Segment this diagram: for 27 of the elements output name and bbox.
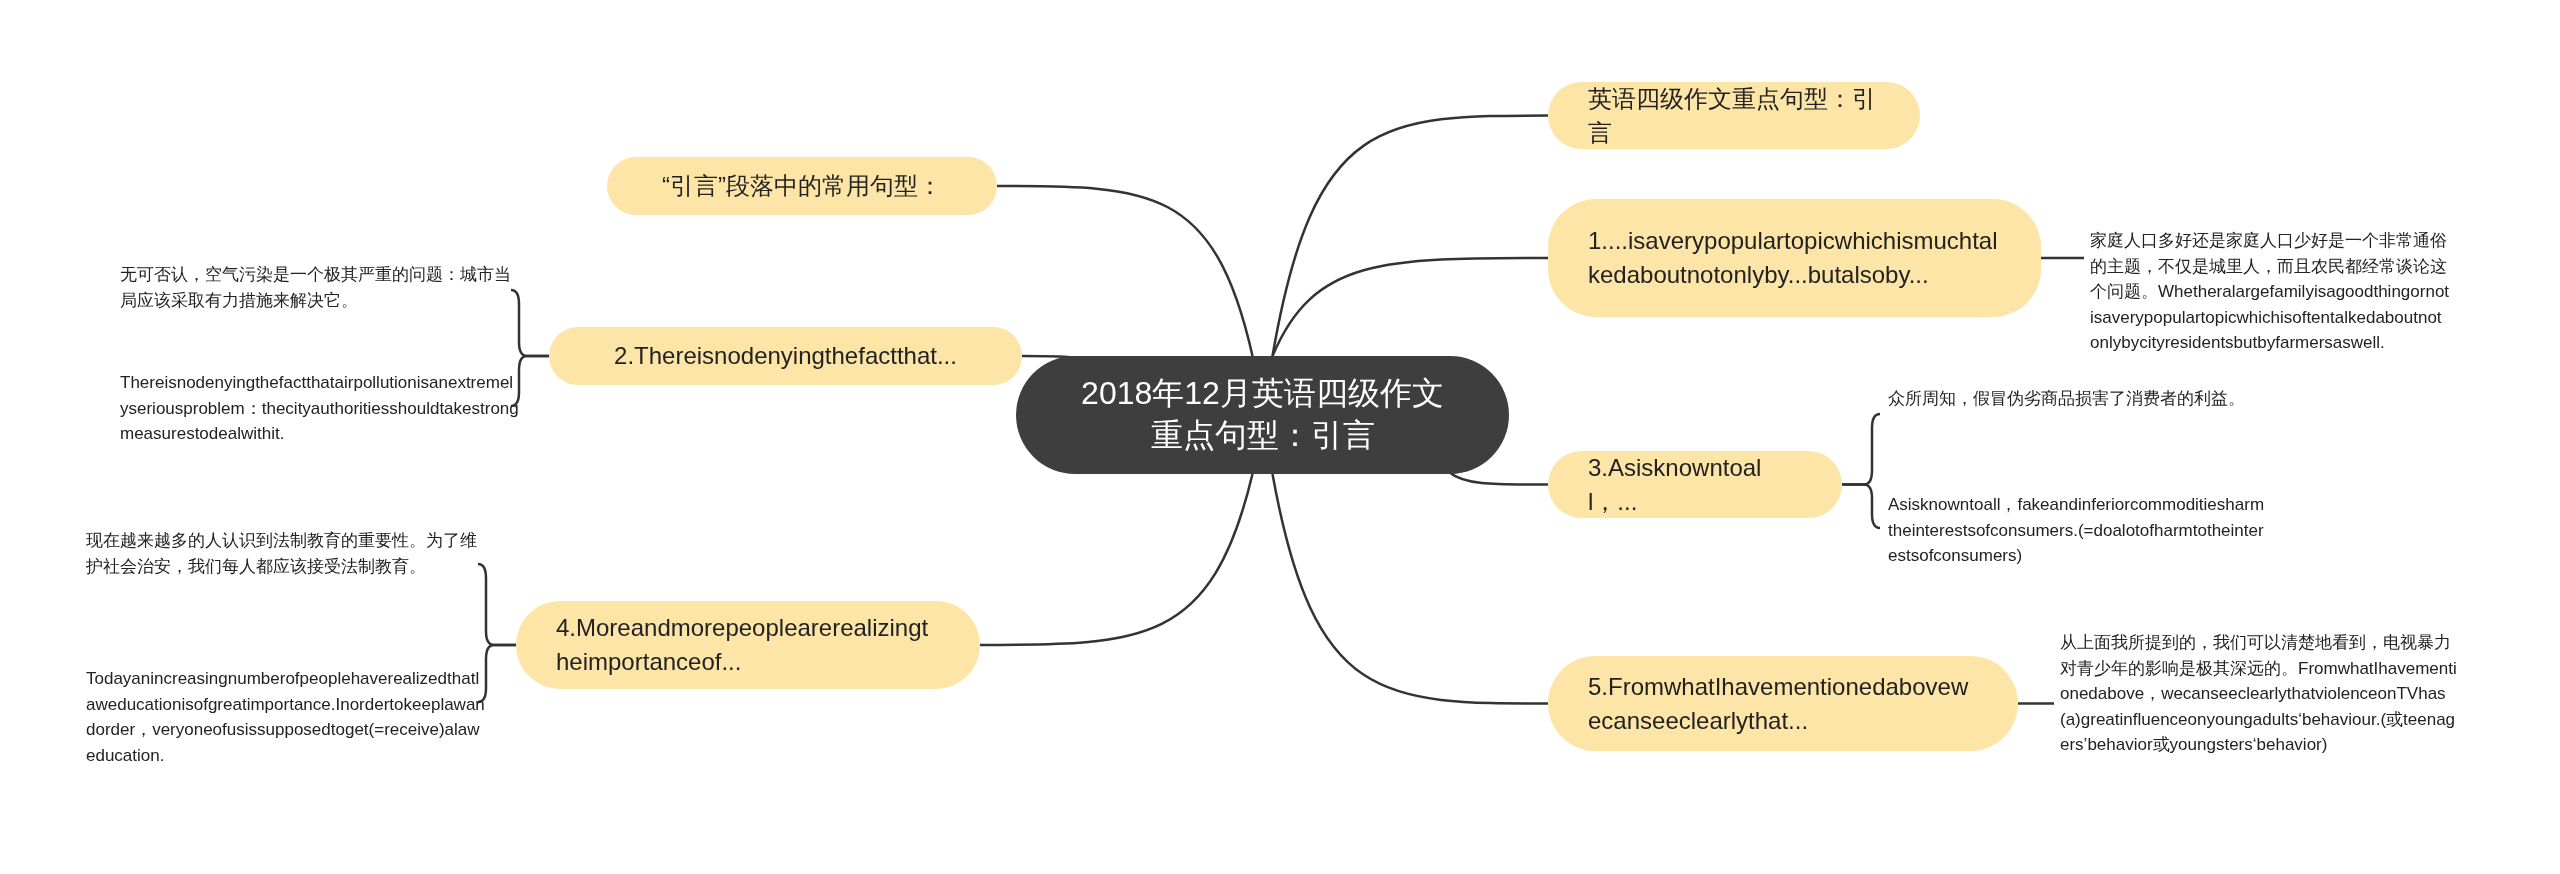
topic-pill: 5.FromwhatIhavementionedabovewecanseeclearlythat... bbox=[1548, 656, 2018, 751]
note-text: 无可否认，空气污染是一个极其严重的问题：城市当局应该采取有力措施来解决它。 bbox=[120, 264, 512, 312]
topic-pill: 英语四级作文重点句型：引言 bbox=[1548, 82, 1920, 150]
connector-line bbox=[1271, 114, 1548, 357]
connector-line bbox=[997, 184, 1254, 357]
note-text: 众所周知，假冒伪劣商品损害了消费者的利益。 bbox=[1888, 388, 2245, 410]
connector-line bbox=[477, 643, 516, 704]
topic-pill: 4.Moreandmorepeoplearerealizingtheimportanceof... bbox=[516, 601, 980, 689]
connector-line bbox=[1271, 473, 1548, 705]
connector-line bbox=[1448, 471, 1548, 486]
note-text: Asisknowntoall，fakeandinferiorcommoditiesharmtheinterestsofconsumers.(=doalotofharmtotheinterestsofconsumers) bbox=[1888, 494, 2266, 567]
note-text: 现在越来越多的人认识到法制教育的重要性。为了维护社会治安，我们每人都应该接受法制教育。 bbox=[86, 530, 478, 578]
connector-line bbox=[2041, 256, 2084, 260]
connector-line bbox=[2018, 702, 2054, 705]
connector-line bbox=[980, 473, 1254, 647]
note-text: 从上面我所提到的，我们可以清楚地看到，电视暴力对青少年的影响是极其深远的。FromwhatIhavementionedabove，wecanseeclearlythatviolenceonTVhas(a)greatinfluenceonyoungadults‘behaviour.(或teenagers’behavior或youngsters‘behavior) bbox=[2060, 632, 2458, 756]
topic-pill: “引言”段落中的常用句型： bbox=[607, 157, 997, 215]
connector-line bbox=[1271, 256, 1548, 357]
connector-line bbox=[510, 354, 549, 408]
topic-pill: 2.Thereisnodenyingthefactthat... bbox=[549, 327, 1022, 385]
topic-pill: 1....isaverypopulartopicwhichismuchtalkedaboutnotonlyby...butalsoby... bbox=[1548, 199, 2041, 317]
topic-pill: 3.Asisknowntoall，... bbox=[1548, 451, 1842, 519]
note-text: 家庭人口多好还是家庭人口少好是一个非常通俗的主题，不仅是城里人，而且农民都经常谈论这个问题。Whetheralargefamilyisagoodthingornotisaverypopulartopicwhichisoftentalkedaboutnotonlybycityresidentsbutbyfarmersaswell. bbox=[2090, 230, 2450, 354]
note-text: Thereisnodenyingthefactthatairpollutionisanextremelyseriousproblem：thecityauthoritiesshouldtakestrongmeasurestodealwithit. bbox=[120, 372, 520, 445]
connector-line bbox=[1842, 483, 1881, 530]
note-text: Todayanincreasingnumberofpeoplehaverealizedthatlaweducationisofgreatimportance.Inordertokeeplawandorder，veryoneofusissupposedtoget(=receive)alaweducation. bbox=[86, 668, 486, 767]
central-topic: 2018年12月英语四级作文重点句型：引言 bbox=[1016, 356, 1509, 474]
